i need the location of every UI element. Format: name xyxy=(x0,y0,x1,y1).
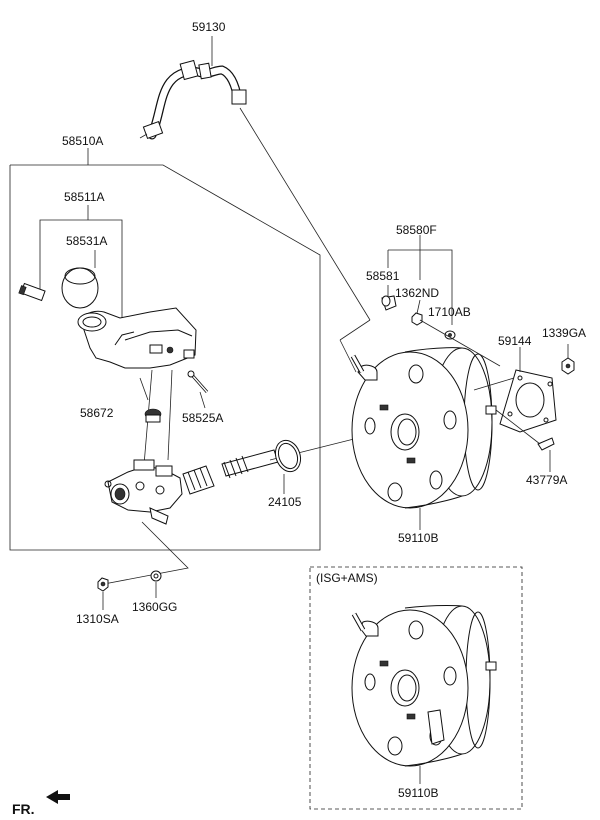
pin-43779A xyxy=(537,437,555,451)
gasket xyxy=(499,369,557,433)
label-59110B: 59110B xyxy=(398,531,438,545)
front-indicator-label: FR. xyxy=(12,801,35,817)
washer-1360GG xyxy=(150,570,162,582)
label-58581: 58581 xyxy=(366,269,400,283)
clip-1710AB xyxy=(444,330,456,340)
piston-spring xyxy=(182,465,215,495)
label-58510A: 58510A xyxy=(62,134,103,148)
reservoir-cap xyxy=(61,267,99,309)
o-ring xyxy=(274,439,302,473)
master-cylinder xyxy=(104,459,183,525)
label-59144: 59144 xyxy=(498,334,532,348)
label-59110B-variant: 59110B xyxy=(398,786,438,800)
label-58580F: 58580F xyxy=(396,223,437,237)
label-1360GG: 1360GG xyxy=(132,600,177,614)
label-58531A: 58531A xyxy=(66,234,107,248)
label-1362ND: 1362ND xyxy=(395,286,439,300)
label-58525A: 58525A xyxy=(182,411,223,425)
reservoir xyxy=(77,307,197,369)
nut-1310SA xyxy=(97,577,109,592)
variant-box xyxy=(309,566,523,810)
level-sensor-connector xyxy=(18,282,46,302)
label-59130: 59130 xyxy=(192,20,226,34)
grommet xyxy=(144,408,162,423)
label-1310SA: 1310SA xyxy=(76,612,119,626)
label-58672: 58672 xyxy=(80,406,114,420)
label-58511A: 58511A xyxy=(64,190,104,204)
label-43779A: 43779A xyxy=(526,473,567,487)
label-1710AB: 1710AB xyxy=(428,305,471,319)
piston-rod xyxy=(221,449,279,479)
arrow-left-icon xyxy=(46,790,70,804)
brake-booster-variant xyxy=(351,605,497,767)
bolt-58581 xyxy=(381,295,397,311)
label-1339GA: 1339GA xyxy=(542,326,586,340)
reservoir-screw xyxy=(187,370,209,393)
master-cylinder-assembly-frame xyxy=(9,164,321,551)
variant-title: (ISG+AMS) xyxy=(316,571,378,585)
nut-1362ND xyxy=(411,312,423,326)
vacuum-hose xyxy=(139,59,247,140)
brake-booster xyxy=(350,347,497,509)
nut-1339GA xyxy=(561,357,575,375)
label-24105: 24105 xyxy=(268,495,302,509)
